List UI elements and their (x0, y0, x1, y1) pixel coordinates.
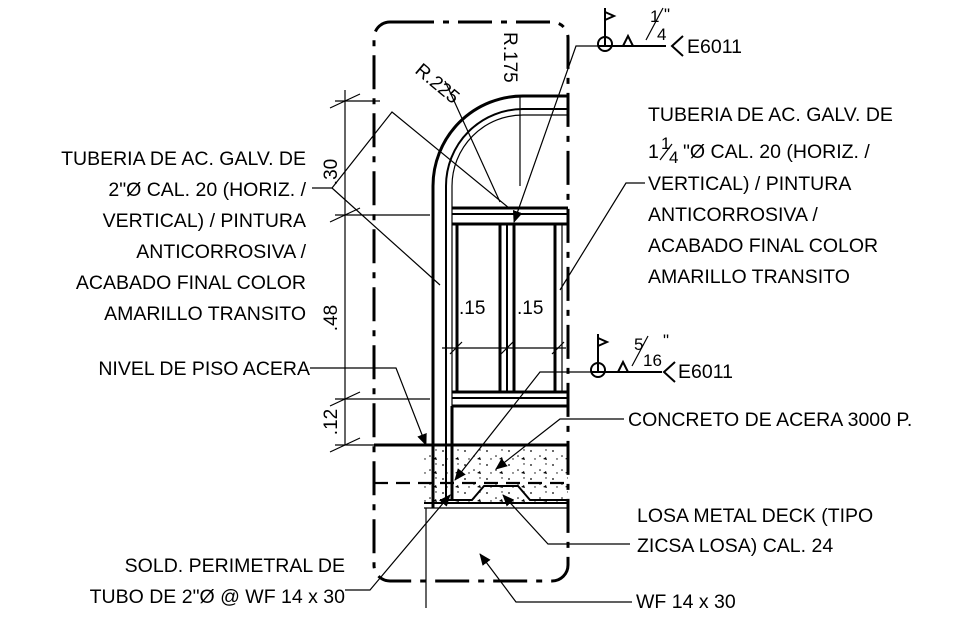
pipe-114-suffix: "Ø CAL. 20 (HORIZ. / (683, 141, 870, 163)
pipe-2in-label-line4: ANTICORROSIVA / (136, 241, 306, 263)
soldadura-label-line1: SOLD. PERIMETRAL DE (125, 555, 345, 577)
dimension-15 (442, 341, 566, 355)
soldadura-label-line2: TUBO DE 2"Ø @ WF 14 x 30 (90, 586, 346, 608)
section-boundary (372, 20, 570, 583)
weld-symbol-mid (590, 334, 676, 383)
pipe-114-label-line1: TUBERIA DE AC. GALV. DE (648, 104, 893, 126)
nivel-piso-label: NIVEL DE PISO ACERA (98, 358, 310, 380)
losa-label-line1: LOSA METAL DECK (TIPO (637, 505, 873, 527)
weld-top-den: 4 (657, 25, 666, 44)
radius-175: R.175 (499, 32, 520, 83)
weld-mid-num: 5 (634, 335, 643, 354)
dim-15-right: .15 (517, 298, 543, 319)
vertical-posts (450, 224, 563, 500)
weld-mid-den: 16 (643, 351, 662, 370)
concrete-slab (374, 443, 568, 509)
horizontal-rails (452, 206, 568, 408)
dim-12: .12 (321, 409, 342, 435)
pipe-114-frac-den: 4 (669, 148, 678, 167)
pipe-2in-label-line6: AMARILLO TRANSITO (104, 303, 306, 325)
losa-label-line2: ZICSA LOSA) CAL. 24 (637, 535, 833, 557)
weld-symbol-top (597, 8, 684, 57)
leaders (310, 45, 645, 608)
dim-48: .48 (321, 305, 342, 331)
dim-30: .30 (321, 159, 342, 185)
pipe-114-label-line6: AMARILLO TRANSITO (648, 266, 850, 288)
pipe-2in-label-line2: 2"Ø CAL. 20 (HORIZ. / (108, 179, 306, 201)
concreto-label: CONCRETO DE ACERA 3000 P. (628, 409, 912, 431)
pipe-114-label-line3: VERTICAL) / PINTURA (648, 173, 851, 195)
pipe-114-label-line5: ACABADO FINAL COLOR (648, 235, 878, 257)
pipe-2in-label-line3: VERTICAL) / PINTURA (103, 210, 306, 232)
weld-top-electrode: E6011 (687, 36, 742, 58)
pipe-114-label-line2: 1 1 4 "Ø CAL. 20 (HORIZ. / (648, 134, 870, 167)
dim-15-left: .15 (459, 298, 485, 319)
weld-mid-electrode: E6011 (678, 361, 733, 383)
weld-mid-inch: " (663, 331, 669, 350)
wf-label: WF 14 x 30 (636, 591, 736, 613)
weld-top-inch: " (664, 5, 670, 24)
weld-top-num: 1 (650, 7, 659, 26)
pipe-114-frac-num: 1 (661, 134, 670, 153)
dimension-chain-left (329, 90, 430, 453)
pipe-114-label-line4: ANTICORROSIVA / (648, 204, 818, 226)
pipe-114-whole: 1 (648, 141, 659, 163)
pipe-2in-label-line5: ACABADO FINAL COLOR (76, 272, 306, 294)
pipe-2in-label-line1: TUBERIA DE AC. GALV. DE (61, 148, 306, 170)
radius-225: R.225 (411, 60, 463, 109)
